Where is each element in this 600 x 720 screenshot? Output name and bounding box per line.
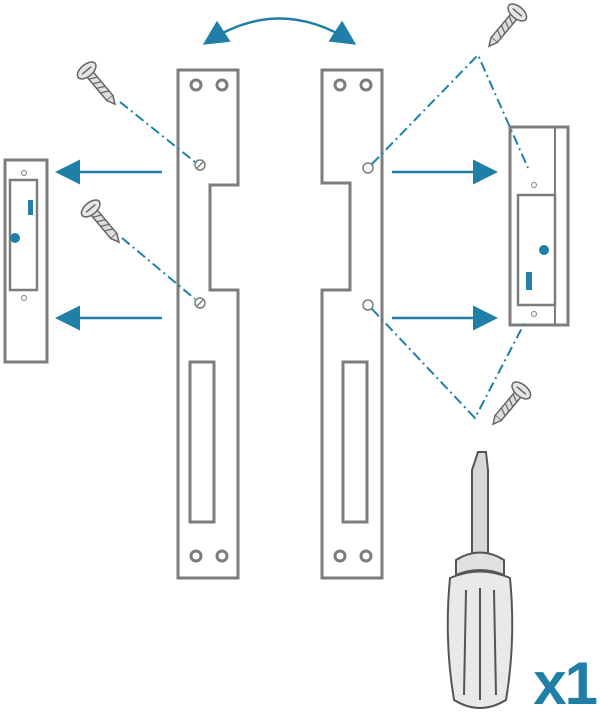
move-arrows (55, 159, 498, 331)
screw-guide-lines (119, 53, 529, 420)
quantity-label: x1 (533, 650, 598, 717)
swap-arrow (202, 17, 357, 45)
screwdriver-icon (446, 451, 514, 709)
screw-icon (73, 58, 125, 112)
screw-icon (479, 0, 531, 54)
left-strike-plate (176, 68, 240, 580)
right-keeper (508, 125, 570, 327)
screw-icon (77, 196, 129, 250)
left-keeper (3, 158, 49, 364)
right-strike-plate (320, 68, 384, 580)
